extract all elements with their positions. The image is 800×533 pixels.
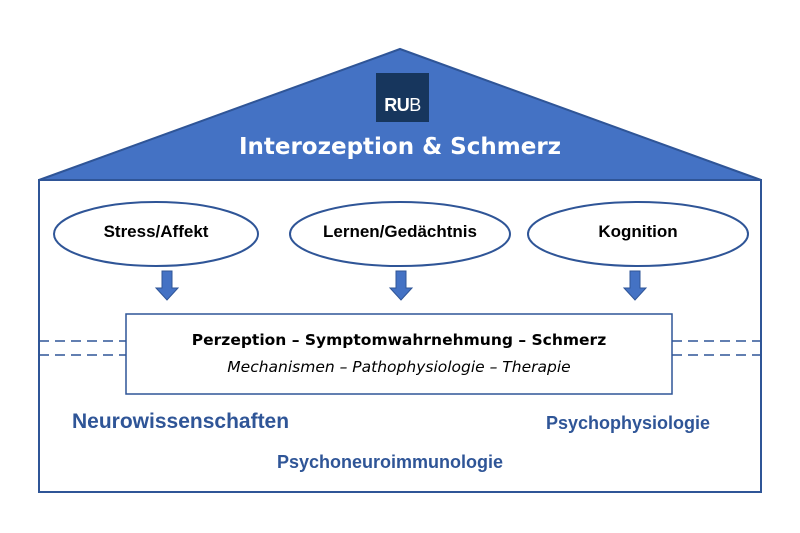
arrow-down-icon [388, 270, 414, 301]
field-neurowissenschaften: Neurowissenschaften [72, 410, 290, 433]
oval-stress [53, 201, 259, 267]
oval-lernen [289, 201, 511, 267]
oval-label-stress: Stress/Affekt [103, 222, 209, 241]
dashed-lines [39, 340, 761, 356]
arrow-down-icon [154, 270, 180, 301]
field-psychophysiologie: Psychophysiologie [546, 413, 711, 433]
arrow-down-icon [622, 270, 648, 301]
oval-label-lernen: Lernen/Gedächtnis [323, 222, 477, 241]
center-box-line1: Perzeption – Symptomwahrnehmung – Schmer… [191, 331, 607, 349]
oval-label-kognition: Kognition [598, 222, 678, 241]
center-box [125, 313, 673, 395]
center-box-line2: Mechanismen – Pathophysiologie – Therapi… [227, 358, 571, 376]
roof-title: Interozeption & Schmerz [238, 134, 562, 160]
logo-text-bold: RU [384, 95, 410, 115]
logo-text-light: B [409, 95, 421, 115]
oval-kognition [527, 201, 749, 267]
field-psychoneuroimmunologie: Psychoneuroimmunologie [277, 452, 504, 472]
